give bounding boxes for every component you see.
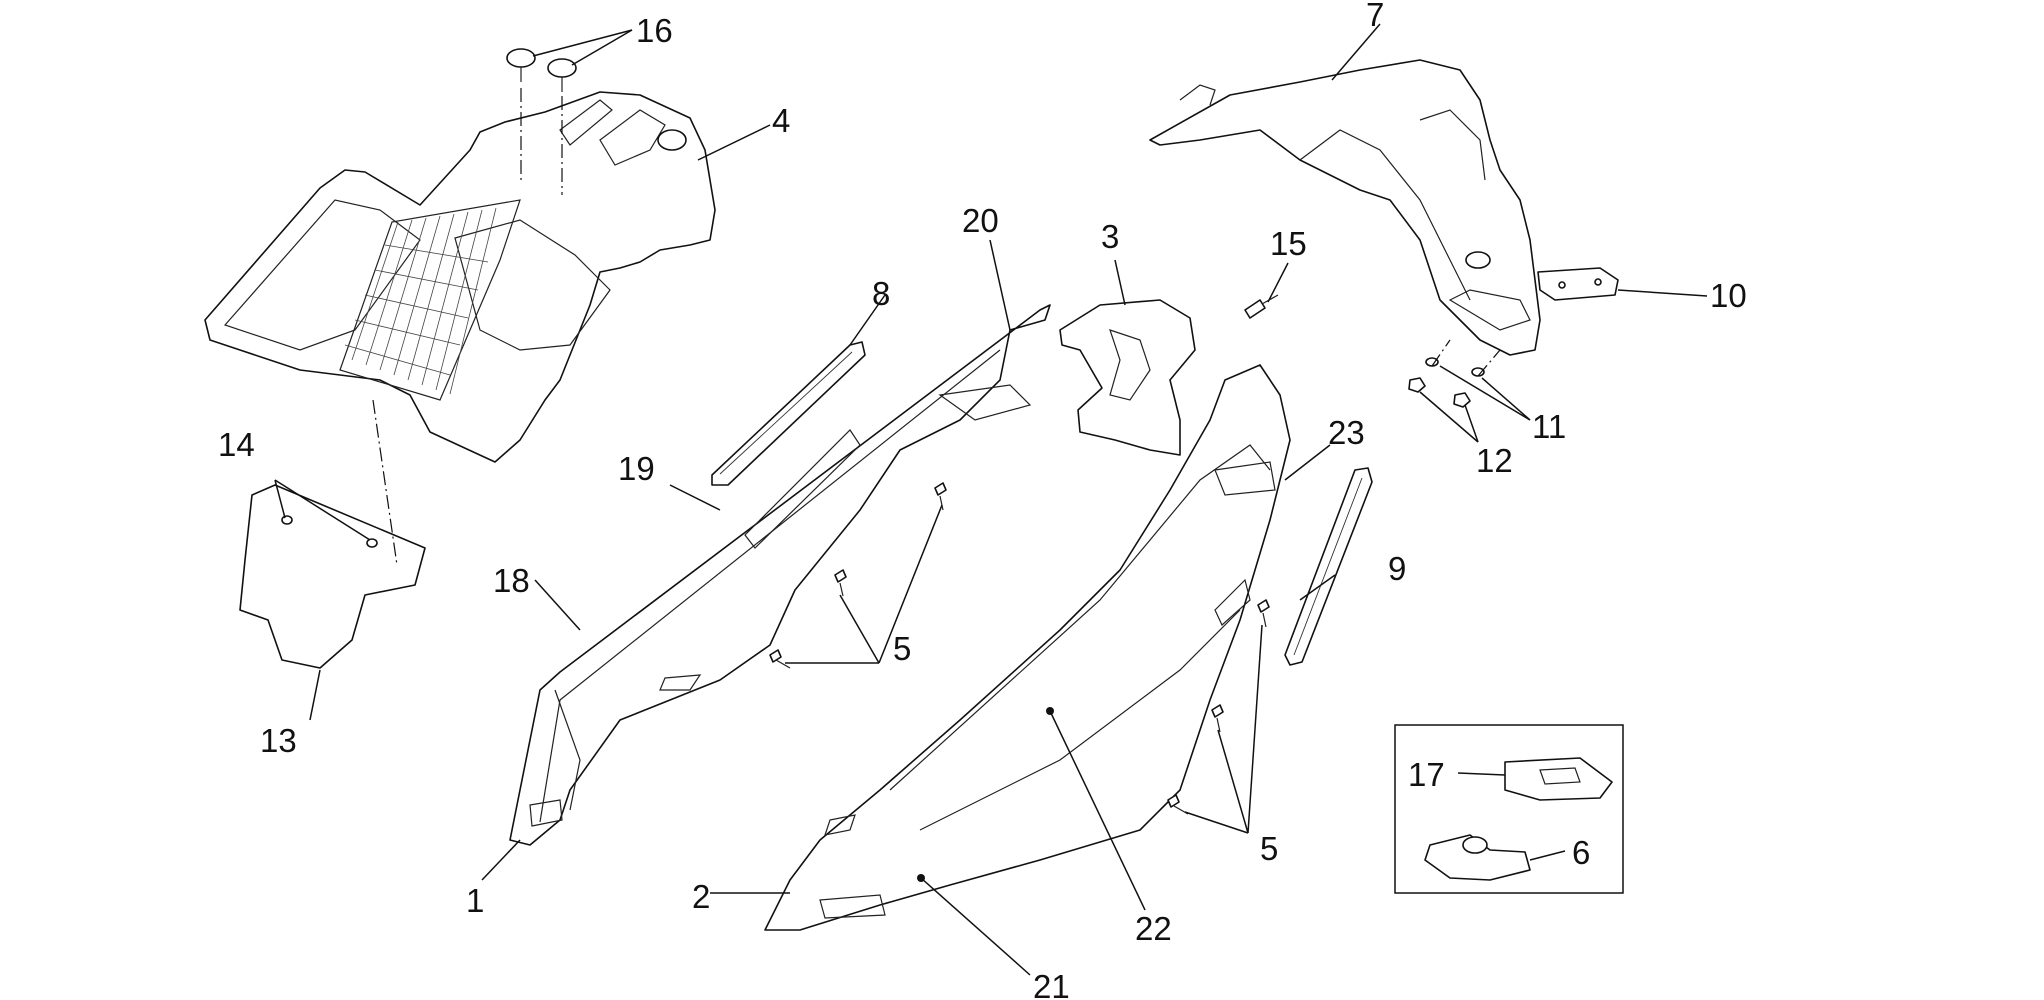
part-4-underseat-tray <box>204 91 716 463</box>
callout-16: 16 <box>636 12 673 49</box>
callout-5-right: 5 <box>1260 830 1278 867</box>
callout-14: 14 <box>218 426 255 463</box>
part-16-push-pins <box>506 48 577 195</box>
callout-3: 3 <box>1101 218 1119 255</box>
part-1-left-side-panel <box>509 304 1051 846</box>
part-3-top-cover <box>1059 299 1196 456</box>
part-10-plate <box>1537 267 1619 301</box>
callout-7: 7 <box>1366 0 1384 33</box>
callout-17: 17 <box>1408 756 1445 793</box>
part-5-screws-right <box>1167 599 1270 815</box>
callout-10: 10 <box>1710 277 1747 314</box>
callout-22: 22 <box>1135 910 1172 947</box>
part-7-rear-fender <box>1149 59 1541 356</box>
callout-19: 19 <box>618 450 655 487</box>
callout-4: 4 <box>772 102 790 139</box>
callout-11: 11 <box>1532 408 1566 445</box>
callout-1: 1 <box>466 882 484 919</box>
callout-18: 18 <box>493 562 530 599</box>
callout-6: 6 <box>1572 834 1590 871</box>
callout-15: 15 <box>1270 225 1307 262</box>
callout-23: 23 <box>1328 414 1365 451</box>
part-15-screw <box>1244 294 1279 319</box>
part-13-flap <box>239 399 426 669</box>
callout-2: 2 <box>692 878 710 915</box>
tray-ribs <box>344 207 497 395</box>
part-2-right-side-panel <box>764 364 1291 931</box>
part-9-trim-strip <box>1284 467 1373 666</box>
callout-5-left: 5 <box>893 630 911 667</box>
detail-box-fasteners <box>1394 724 1624 894</box>
callout-9: 9 <box>1388 550 1406 587</box>
callout-8: 8 <box>872 275 890 312</box>
callout-12: 12 <box>1476 442 1513 479</box>
part-5-screws-left <box>769 482 947 669</box>
callout-20: 20 <box>962 202 999 239</box>
callout-21: 21 <box>1033 968 1070 1000</box>
leader-lines <box>274 23 1708 976</box>
parts-11-12-screws-nuts <box>1408 339 1501 408</box>
callout-13: 13 <box>260 722 297 759</box>
callout-labels: 16 4 7 10 11 12 15 3 8 20 19 18 14 13 1 … <box>218 0 1747 1000</box>
